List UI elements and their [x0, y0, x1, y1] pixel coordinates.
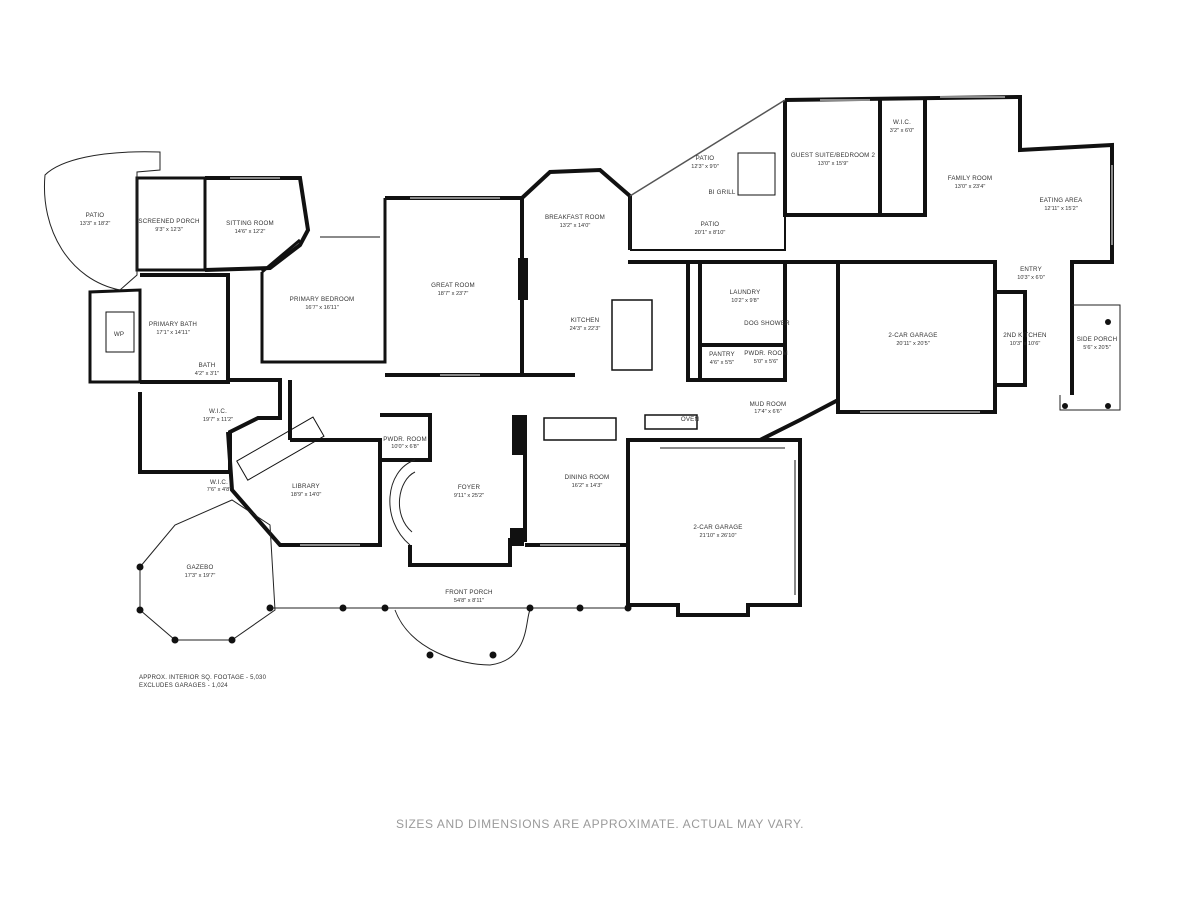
dims-primary-bedroom: 16'7" x 16'11" [305, 305, 338, 311]
windows [230, 96, 1113, 595]
dims-pwdr-room-2: 5'0" x 5'6" [754, 359, 778, 365]
square-footage-line-2: EXCLUDES GARAGES - 1,024 [139, 683, 228, 689]
label-pwdr-room-1: PWDR. ROOM [383, 436, 427, 443]
label-wic-primary: W.I.C. [209, 408, 227, 415]
label-bi-grill: BI GRILL [708, 189, 735, 196]
dims-screened-porch: 9'3" x 12'3" [155, 227, 183, 233]
label-patio-mid: PATIO [696, 155, 715, 162]
label-side-porch: SIDE PORCH [1077, 336, 1118, 343]
label-entry: ENTRY [1020, 266, 1042, 273]
dims-second-kitchen: 10'3" x 10'6" [1010, 341, 1041, 347]
room-labels: PATIO 13'3" x 18'2" SCREENED PORCH 9'3" … [80, 119, 1118, 604]
label-bath-small: BATH [199, 362, 216, 369]
label-primary-bedroom: PRIMARY BEDROOM [290, 296, 355, 303]
square-footage-note: APPROX. INTERIOR SQ. FOOTAGE - 5,030 EXC… [139, 674, 266, 690]
label-garage-east: 2-CAR GARAGE [888, 332, 937, 339]
label-pwdr-room-2: PWDR. ROOM [744, 350, 788, 357]
label-oven: OVEN [681, 416, 699, 423]
dims-family-room: 13'0" x 23'4" [955, 184, 986, 190]
label-screened-porch: SCREENED PORCH [138, 218, 199, 225]
dims-wic-primary: 19'7" x 11'2" [203, 417, 233, 423]
walls [88, 94, 1114, 617]
dims-foyer: 9'11" x 25'2" [454, 493, 484, 499]
label-wic-guest: W.I.C. [893, 119, 911, 126]
dims-dining-room: 16'2" x 14'3" [572, 483, 603, 489]
dims-mud-room: 17'4" x 6'6" [754, 409, 782, 415]
dims-wic-guest: 3'2" x 6'0" [890, 128, 914, 134]
dims-garage-south: 21'10" x 26'10" [700, 533, 737, 539]
label-sitting-room: SITTING ROOM [226, 220, 274, 227]
label-foyer: FOYER [458, 484, 481, 491]
label-eating-area: EATING AREA [1039, 197, 1083, 204]
dims-kitchen: 24'3" x 22'3" [570, 326, 601, 332]
label-patio-west: PATIO [86, 212, 105, 219]
label-great-room: GREAT ROOM [431, 282, 475, 289]
porch-posts [136, 319, 1111, 659]
dims-breakfast-room: 13'2" x 14'0" [560, 223, 591, 229]
dims-wic-small: 7'6" x 4'8" [207, 487, 231, 493]
label-second-kitchen: 2ND KITCHEN [1003, 332, 1046, 339]
label-front-porch: FRONT PORCH [445, 589, 492, 596]
dims-patio-west: 13'3" x 18'2" [80, 221, 111, 227]
label-dining-room: DINING ROOM [565, 474, 610, 481]
disclaimer: SIZES AND DIMENSIONS ARE APPROXIMATE. AC… [395, 817, 805, 831]
label-breakfast-room: BREAKFAST ROOM [545, 214, 605, 221]
dims-entry: 10'3" x 6'0" [1017, 275, 1045, 281]
label-garage-south: 2-CAR GARAGE [693, 524, 742, 531]
dims-side-porch: 5'6" x 20'5" [1083, 345, 1111, 351]
outdoor [43, 151, 1121, 666]
label-library: LIBRARY [292, 483, 320, 490]
label-laundry: LAUNDRY [730, 289, 761, 296]
label-primary-bath: PRIMARY BATH [149, 321, 197, 328]
square-footage-line-1: APPROX. INTERIOR SQ. FOOTAGE - 5,030 [139, 675, 267, 681]
label-patio-east: PATIO [701, 221, 720, 228]
dims-front-porch: 54'8" x 8'11" [454, 598, 484, 604]
label-dog-shower: DOG SHOWER [744, 320, 790, 327]
dims-guest-suite: 13'0" x 15'9" [818, 161, 849, 167]
dims-garage-east: 20'11" x 20'5" [896, 341, 929, 347]
dims-patio-east: 20'1" x 8'10" [695, 230, 726, 236]
label-wic-small: W.I.C. [210, 479, 228, 486]
label-tub: WP [114, 331, 124, 338]
dims-sitting-room: 14'6" x 12'2" [235, 229, 266, 235]
dims-primary-bath: 17'1" x 14'11" [156, 330, 189, 336]
dims-pantry: 4'6" x 5'5" [710, 360, 734, 366]
dims-library: 18'9" x 14'0" [291, 492, 322, 498]
fixtures [105, 152, 776, 546]
dims-eating-area: 12'11" x 15'2" [1044, 206, 1077, 212]
label-guest-suite: GUEST SUITE/BEDROOM 2 [791, 152, 876, 159]
label-mud-room: MUD ROOM [750, 401, 787, 408]
label-gazebo: GAZEBO [187, 564, 214, 571]
dims-great-room: 18'7" x 23'7" [438, 291, 469, 297]
dims-bath-small: 4'2" x 3'1" [195, 371, 219, 377]
dims-patio-mid: 12'3" x 9'0" [691, 164, 719, 170]
label-kitchen: KITCHEN [571, 317, 600, 324]
dims-laundry: 10'2" x 9'8" [731, 298, 759, 304]
label-pantry: PANTRY [709, 351, 735, 358]
label-family-room: FAMILY ROOM [948, 175, 993, 182]
dims-gazebo: 17'3" x 19'7" [185, 573, 216, 579]
stair [389, 459, 416, 546]
dims-pwdr-room-1: 10'0" x 6'8" [391, 444, 419, 450]
